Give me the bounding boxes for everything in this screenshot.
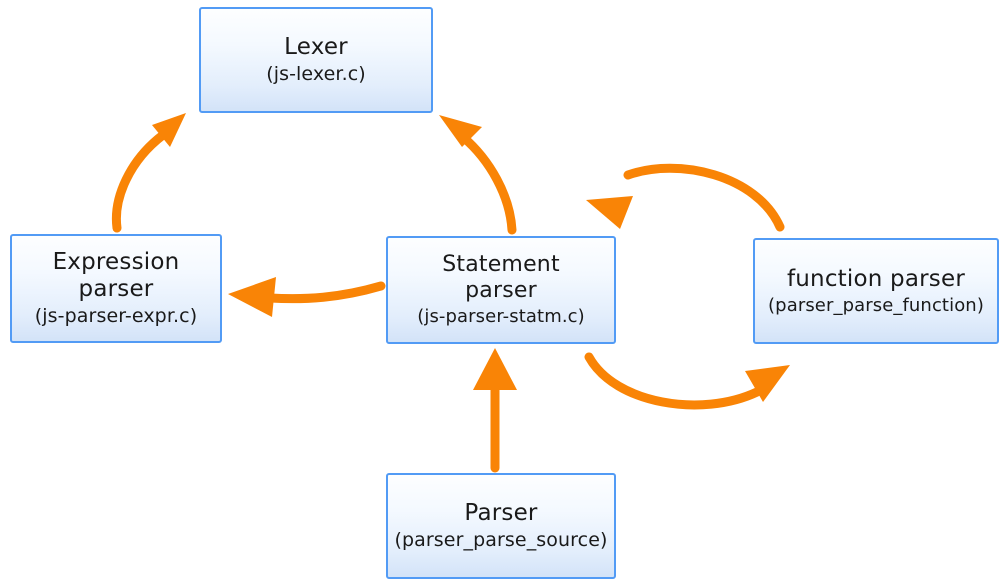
node-statement-parser-title: Statement xyxy=(442,252,560,278)
node-statement-parser[interactable]: Statement parser (js-parser-statm.c) xyxy=(386,236,616,344)
node-expression-parser-title: Expression xyxy=(52,249,180,276)
node-lexer-subtitle: (js-lexer.c) xyxy=(266,63,366,86)
edge-parser-to-statement xyxy=(473,348,517,473)
node-parser[interactable]: Parser (parser_parse_source) xyxy=(386,473,616,579)
edge-expression-to-lexer xyxy=(111,113,186,233)
node-function-parser[interactable]: function parser (parser_parse_function) xyxy=(753,238,999,344)
node-expression-parser-title2: parser xyxy=(78,276,154,303)
edge-statement-to-function xyxy=(584,352,790,410)
node-statement-parser-subtitle: (js-parser-statm.c) xyxy=(417,306,585,328)
edge-statement-to-expression xyxy=(228,277,386,317)
edge-statement-to-lexer xyxy=(439,115,517,235)
node-parser-title: Parser xyxy=(464,500,538,527)
node-statement-parser-title2: parser xyxy=(465,278,537,304)
node-lexer[interactable]: Lexer (js-lexer.c) xyxy=(199,7,433,113)
node-function-parser-title: function parser xyxy=(786,265,965,292)
node-expression-parser-subtitle: (js-parser-expr.c) xyxy=(34,305,198,328)
node-function-parser-subtitle: (parser_parse_function) xyxy=(768,294,984,316)
node-parser-subtitle: (parser_parse_source) xyxy=(394,529,608,552)
edge-function-to-statement xyxy=(586,163,785,232)
node-lexer-title: Lexer xyxy=(284,34,348,61)
node-expression-parser[interactable]: Expression parser (js-parser-expr.c) xyxy=(10,234,222,343)
